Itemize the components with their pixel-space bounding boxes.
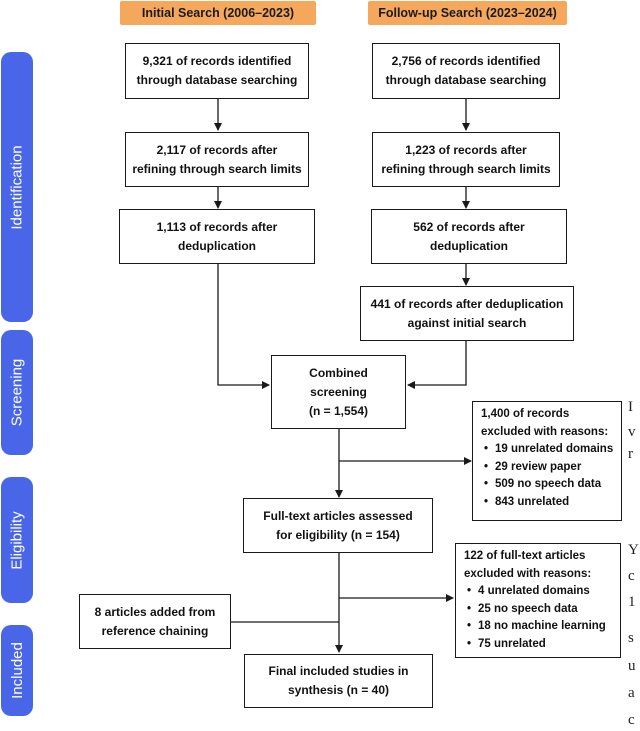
margin-fragment: r — [628, 446, 633, 462]
phase-identification: Identification — [1, 52, 33, 322]
box-reference-chaining: 8 articles added from reference chaining — [79, 594, 231, 649]
margin-fragment: a — [628, 685, 635, 701]
box-initial-refined: 2,117 of records after refining through … — [125, 132, 309, 187]
box-final-included: Final included studies in synthesis (n =… — [244, 654, 433, 708]
arrow-initial-dedup-to-screening — [217, 264, 270, 389]
fulltext-reason: 75 unrelated — [464, 636, 614, 654]
box-followup-dedup: 562 of records after deduplication — [371, 209, 567, 264]
screening-excluded-reasons: 19 unrelated domains 29 review paper 509… — [481, 441, 615, 511]
phase-screening: Screening — [1, 330, 33, 455]
box-combined-screening: Combined screening (n = 1,554) — [271, 355, 406, 429]
box-initial-dedup: 1,113 of records after deduplication — [119, 209, 315, 264]
margin-fragment: 1 — [628, 594, 636, 610]
screening-reason: 509 no speech data — [481, 476, 615, 494]
screening-reason: 29 review paper — [481, 459, 615, 477]
screening-excluded-title: 1,400 of records excluded with reasons: — [481, 408, 609, 438]
margin-fragment: u — [628, 658, 636, 674]
box-fulltext-assessed: Full-text articles assessed for eligibil… — [243, 498, 433, 553]
fulltext-reason: 25 no speech data — [464, 601, 614, 619]
margin-fragment: Y — [628, 542, 639, 558]
fulltext-reason: 4 unrelated domains — [464, 583, 614, 601]
fulltext-reason: 18 no machine learning — [464, 618, 614, 636]
phase-eligibility: Eligibility — [1, 477, 33, 603]
screening-reason: 19 unrelated domains — [481, 441, 615, 459]
header-followup-search: Follow-up Search (2023–2024) — [368, 1, 567, 25]
box-followup-identified: 2,756 of records identified through data… — [372, 43, 560, 99]
box-followup-dedup-against-initial: 441 of records after deduplication again… — [360, 286, 574, 341]
margin-fragment: c — [628, 568, 635, 584]
arrow-followup-to-screening — [407, 341, 467, 389]
margin-fragment: I — [628, 399, 633, 415]
box-fulltext-excluded: 122 of full-text articles excluded with … — [455, 543, 621, 658]
header-initial-search: Initial Search (2006–2023) — [120, 1, 316, 25]
margin-fragment: v — [628, 424, 636, 440]
box-screening-excluded: 1,400 of records excluded with reasons: … — [472, 401, 622, 521]
margin-fragment: s — [628, 630, 634, 646]
screening-reason: 843 unrelated — [481, 494, 615, 512]
box-initial-identified: 9,321 of records identified through data… — [125, 43, 309, 99]
margin-fragment: c — [628, 712, 635, 728]
fulltext-excluded-reasons: 4 unrelated domains 25 no speech data 18… — [464, 583, 614, 653]
phase-included: Included — [1, 625, 33, 716]
box-followup-refined: 1,223 of records after refining through … — [372, 132, 560, 187]
fulltext-excluded-title: 122 of full-text articles excluded with … — [464, 550, 592, 580]
